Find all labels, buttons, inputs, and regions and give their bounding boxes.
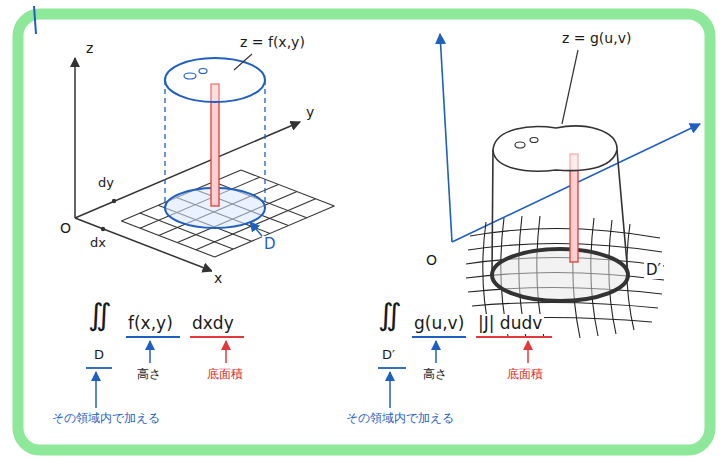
annotation: その領域内で加える [344,412,456,426]
region-label: D′ [644,262,663,279]
surface-label: z = g(u,v) [560,30,633,46]
origin-label: O [424,252,439,268]
differential-label: dx [88,236,108,251]
leader [562,50,578,124]
origin-label: O [58,220,73,236]
dx-mark [101,227,105,231]
axis-label: x [212,270,224,286]
surface [493,126,617,171]
integral-sign: ∬ [86,298,114,333]
differential-label: dy [96,176,116,191]
region-d-prime [492,249,628,301]
annotation: その領域内で加える [50,412,162,426]
region-label: D [262,236,278,253]
axis-label: z [84,40,95,56]
frame [18,14,710,450]
annotation: 底面積 [505,368,545,382]
axes [75,58,300,271]
integrand: f(x,y) [126,314,175,334]
grid [121,170,334,257]
leader [250,222,262,236]
leader [234,54,252,70]
annotation: 高さ [135,368,163,382]
scribble [34,6,36,34]
region-subscript: D [92,348,106,363]
surface-label: z = f(x,y) [238,34,307,50]
axis-label: y [304,104,316,120]
surface [165,58,265,102]
integral-sign: ∬ [376,298,404,333]
annotation: 高さ [421,368,449,382]
annotation: 底面積 [205,368,245,382]
dy-mark [112,199,116,203]
area-element: dxdy [190,314,236,334]
curvilinear-grid [466,216,664,338]
area-element: |J| dudv [476,314,544,334]
integrand: g(u,v) [412,314,466,334]
region-subscript: D′ [380,348,397,363]
